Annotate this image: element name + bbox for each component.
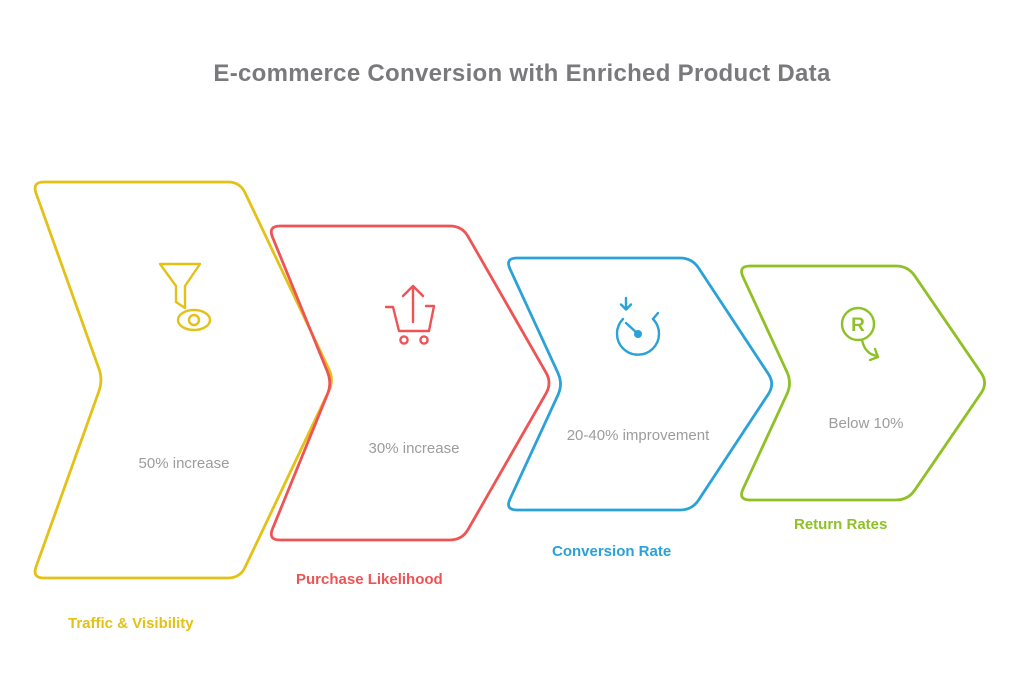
eye-outline	[176, 308, 212, 332]
chevron-purchase-likelihood	[269, 224, 551, 542]
speedometer-icon	[615, 296, 661, 356]
chevron-conversion-rate	[507, 256, 774, 512]
funnel-eye-shapes	[158, 262, 212, 332]
label-purchase-likelihood: Purchase Likelihood	[296, 571, 443, 588]
r-letter: R	[851, 315, 865, 336]
stat-purchase: 30% increase	[368, 440, 460, 457]
funnel-shape	[158, 262, 202, 310]
cart-basket	[384, 304, 436, 333]
return-curve	[860, 338, 879, 358]
chevron-traffic-visibility	[33, 180, 333, 580]
gauge-hub	[634, 330, 642, 338]
funnel-eye-icon	[158, 262, 212, 332]
gauge-tick	[651, 311, 660, 321]
label-return-rates: Return Rates	[794, 516, 888, 533]
label-conversion-rate: Conversion Rate	[552, 543, 672, 560]
up-arrow	[401, 284, 425, 324]
return-arrow-icon: R	[840, 306, 880, 362]
cart-wheel-left	[399, 335, 409, 345]
chevron-return-rates	[740, 264, 986, 502]
stat-traffic: 50% increase	[138, 455, 230, 472]
speedometer-shapes	[615, 296, 661, 356]
stat-returns: Below 10%	[828, 415, 904, 432]
return-shapes: R	[840, 306, 880, 362]
gauge-arc	[615, 317, 661, 356]
eye-pupil	[187, 313, 201, 327]
cart-wheel-right	[419, 335, 429, 345]
cart-arrow-up-icon	[384, 284, 436, 345]
label-traffic-visibility: Traffic & Visibility	[68, 615, 194, 632]
down-arrow	[619, 296, 633, 311]
cart-shapes	[384, 284, 436, 345]
r-circle	[840, 306, 876, 342]
page-title: E-commerce Conversion with Enriched Prod…	[213, 60, 831, 87]
return-arrowhead	[868, 347, 880, 362]
stat-conversion: 20-40% improvement	[566, 427, 710, 444]
